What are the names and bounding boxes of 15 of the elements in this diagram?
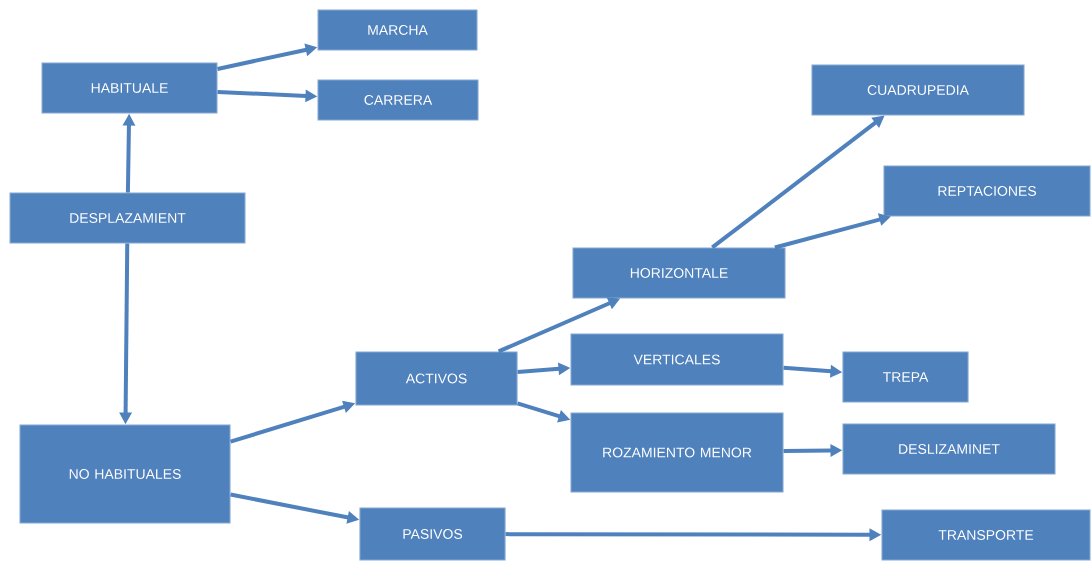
process-box: REPTACIONES [883, 165, 1091, 217]
process-box: ROZAMIENTO MENOR [570, 412, 784, 493]
process-box: HORIZONTALE [572, 247, 786, 299]
process-box: TRANSPORTE [881, 509, 1091, 561]
process-box: CARRERA [317, 79, 479, 121]
process-box: HABITUALE [41, 62, 218, 114]
process-box: MARCHA [317, 9, 478, 51]
process-box: PASIVOS [359, 507, 506, 561]
process-box: DESLIZAMINET [842, 423, 1056, 475]
process-box: CUADRUPEDIA [811, 64, 1025, 116]
process-box: DESPLAZAMIENT [9, 192, 246, 244]
process-box: ACTIVOS [355, 351, 518, 406]
process-box: NO HABITUALES [19, 424, 231, 524]
process-box: VERTICALES [570, 333, 784, 386]
process-box: TREPA [842, 351, 969, 403]
